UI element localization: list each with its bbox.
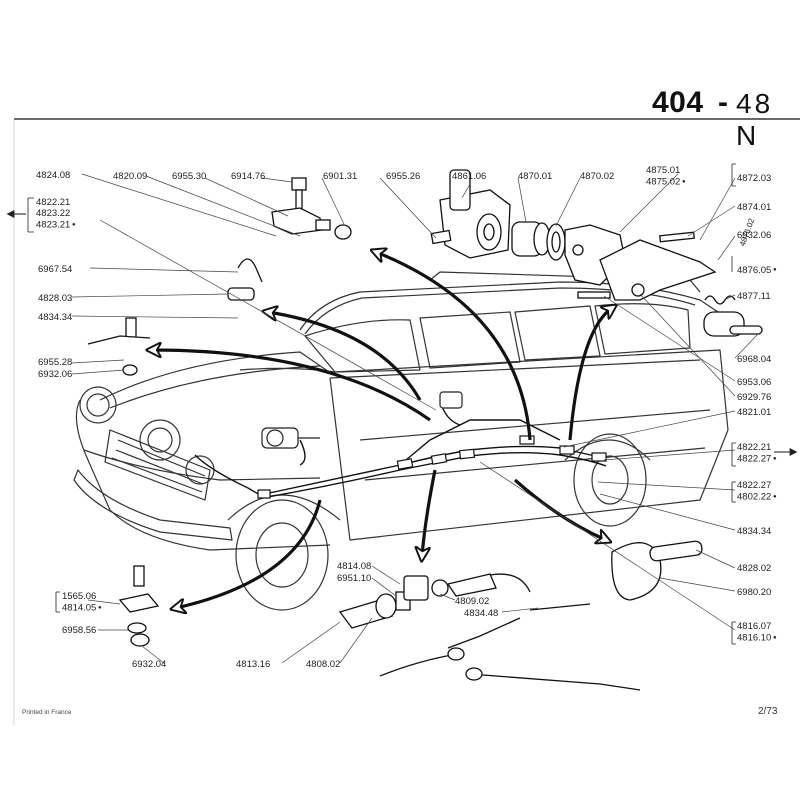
ref-6955-30: 6955.30 — [172, 171, 207, 182]
ref-4822-21-left: 4822.21 — [36, 197, 71, 208]
printed-in-france: Printed in France — [22, 709, 72, 716]
ref-4828-03: 4828.03 — [38, 293, 73, 304]
ref-6932-06-top: 6932.06 — [737, 230, 772, 241]
leader-lines — [71, 173, 759, 665]
ref-6958-56: 6958.56 — [62, 625, 97, 636]
continuation-arrows — [6, 210, 798, 456]
ref-6929-76: 6929.76 — [737, 392, 772, 403]
ref-4816-07: 4816.07 — [737, 621, 772, 632]
ref-6951-10: 6951.10 — [337, 573, 372, 584]
ref-4875-02: 4875.02 — [646, 177, 686, 188]
ref-6932-06-left: 6932.06 — [38, 369, 73, 380]
model-number: 404 — [652, 86, 704, 119]
ref-4813-16: 4813.16 — [236, 659, 271, 670]
ref-4821-01: 4821.01 — [737, 407, 772, 418]
ref-4870-02: 4870.02 — [580, 171, 615, 182]
brake-pipes — [194, 399, 607, 499]
ref-4876-05: 4876.05 — [737, 265, 777, 276]
ref-4814-05: 4814.05 — [62, 603, 102, 614]
ref-4820-09: 4820.09 — [113, 171, 148, 182]
ref-4822-21-right: 4822.21 — [737, 442, 772, 453]
header-dash: - — [718, 86, 728, 119]
ref-4816-10: 4816.10 — [737, 633, 777, 644]
ref-1565-06: 1565.06 — [62, 591, 97, 602]
ref-6955-28: 6955.28 — [38, 357, 73, 368]
ref-6953-06: 6953.06 — [737, 377, 772, 388]
ref-4808-02: 4808.02 — [306, 659, 341, 670]
exploded-parts-top — [87, 169, 763, 376]
exploded-parts-bottom — [118, 540, 703, 691]
ref-4874-01: 4874.01 — [737, 202, 772, 213]
ref-4834-34-right: 4834.34 — [737, 526, 772, 537]
ref-4870-01: 4870.01 — [518, 171, 553, 182]
ref-4814-08: 4814.08 — [337, 561, 372, 572]
ref-4877-11: 4877.11 — [737, 291, 771, 302]
ref-4822-27: 4822.27 — [737, 480, 772, 491]
ref-4872-03: 4872.03 — [737, 173, 772, 184]
ref-6980-20: 6980.20 — [737, 587, 772, 598]
ref-4861-06: 4861.06 — [452, 171, 487, 182]
master-cylinder-in-car — [261, 391, 463, 449]
ref-4824-08: 4824.08 — [36, 170, 71, 181]
ref-6932-04: 6932.04 — [132, 659, 167, 670]
ref-4834-48: 4834.48 — [464, 608, 499, 619]
car-body — [73, 271, 731, 611]
ref-4823-21: 4823.21 — [36, 220, 76, 231]
ref-4809-02: 4809.02 — [455, 596, 490, 607]
plate-number: 48 N — [736, 88, 774, 151]
ref-6968-04: 6968.04 — [737, 354, 772, 365]
ref-4834-34-left: 4834.34 — [38, 312, 73, 323]
ref-6914-76: 6914.76 — [231, 171, 266, 182]
pipe-unions — [257, 435, 607, 499]
ref-4828-02: 4828.02 — [737, 563, 772, 574]
ref-4802-22: 4802.22 — [737, 492, 777, 503]
ref-6955-26: 6955.26 — [386, 171, 421, 182]
ref-6967-54: 6967.54 — [38, 264, 73, 275]
page-number: 2/73 — [758, 706, 778, 717]
ref-6901-31: 6901.31 — [323, 171, 358, 182]
ref-4822-27-right: 4822.27 — [737, 454, 777, 465]
callout-arrows — [152, 252, 612, 608]
ref-4875-01: 4875.01 — [646, 165, 681, 176]
ref-4823-22: 4823.22 — [36, 208, 71, 219]
ref-brackets — [27, 163, 736, 645]
